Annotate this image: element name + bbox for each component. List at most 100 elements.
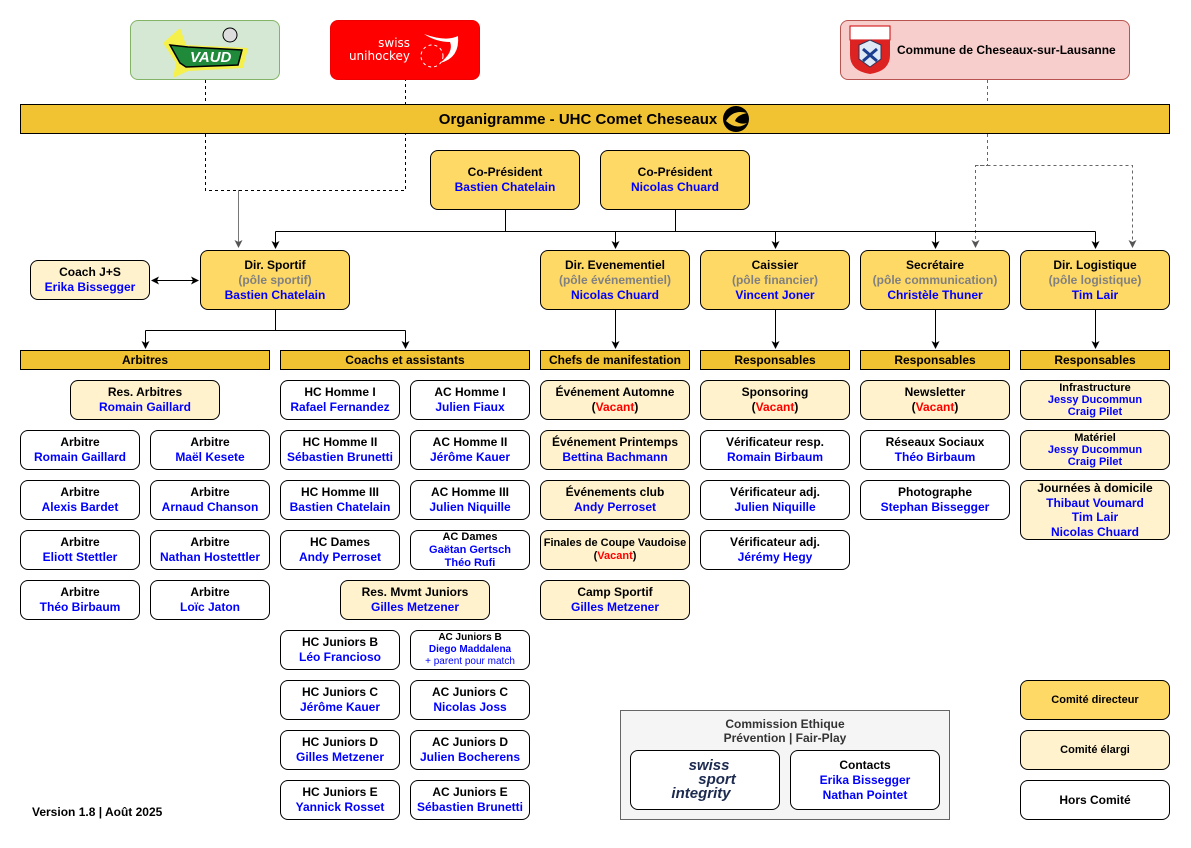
person-name: Alexis Bardet: [41, 500, 119, 514]
person-name: Léo Francioso: [298, 650, 381, 664]
contacts-label: Contacts: [839, 757, 891, 772]
secretaire-box: Secrétaire (pôle communication) Christèl…: [860, 250, 1010, 310]
section-header-coachs: Coachs et assistants: [280, 350, 530, 370]
manifestation-box: Finales de Coupe Vaudoise(Vacant): [540, 530, 690, 570]
person-name: Stephan Bissegger: [880, 500, 990, 514]
role: Arbitre: [190, 485, 230, 499]
person-name: Gilles Metzener: [370, 600, 460, 614]
person-name: Jérôme Kauer: [429, 450, 511, 464]
role: Caissier: [751, 257, 799, 272]
person-name: Erika Bissegger: [819, 772, 911, 787]
person-name: Jessy Ducommun: [1047, 394, 1143, 406]
finance-box: Vérificateur adj.Julien Niquille: [700, 480, 850, 520]
role: AC Juniors D: [431, 735, 508, 749]
legend-comite-directeur: Comité directeur: [1020, 680, 1170, 720]
role: HC Homme II: [302, 435, 378, 449]
section-header-finances: Responsables: [700, 350, 850, 370]
role: Infrastructure: [1059, 382, 1131, 394]
pole: (pôle événementiel): [558, 272, 672, 287]
role: Coach J+S: [59, 265, 121, 279]
person-name: Eliott Stettler: [42, 550, 118, 564]
person-name: Julien Bocherens: [419, 750, 521, 764]
swiss-sport-integrity-logo: swiss sport integrity: [630, 750, 780, 810]
pole: (pôle communication): [872, 272, 998, 287]
role: HC Juniors C: [301, 685, 378, 699]
ethics-title: Commission Ethique: [725, 717, 845, 731]
role: Vérificateur adj.: [729, 535, 821, 549]
note: + parent pour match: [425, 656, 515, 667]
person-name: Sébastien Brunetti: [286, 450, 394, 464]
role: HC Juniors D: [301, 735, 378, 749]
res-arbitres-box: Res. Arbitres Romain Gaillard: [70, 380, 220, 420]
person-name: Nicolas Chuard: [1050, 524, 1140, 539]
section-header-logistique: Responsables: [1020, 350, 1170, 370]
person-name: Théo Birbaum: [39, 600, 121, 614]
person-name: Jessy Ducommun: [1047, 444, 1143, 456]
role: Arbitre: [190, 535, 230, 549]
person-name: Jérôme Kauer: [299, 700, 381, 714]
role: AC Homme III: [430, 485, 509, 499]
role: Vérificateur resp.: [725, 435, 825, 449]
person-name: Tim Lair: [1071, 510, 1119, 524]
logo-word: integrity: [671, 785, 731, 802]
communication-box: Newsletter(Vacant): [860, 380, 1010, 420]
logo-word: swiss: [688, 757, 730, 774]
role: Événement Printemps: [551, 435, 679, 449]
director-logistique-box: Dir. Logistique (pôle logistique) Tim La…: [1020, 250, 1170, 310]
finance-box: Vérificateur resp.Romain Birbaum: [700, 430, 850, 470]
role: Arbitre: [60, 435, 100, 449]
person-name: Nathan Pointet: [822, 787, 908, 802]
person-name: Romain Gaillard: [98, 400, 192, 414]
co-president-box: Co-Président Nicolas Chuard: [600, 150, 750, 210]
person-name: Nathan Hostettler: [159, 550, 260, 564]
finance-box: Sponsoring(Vacant): [700, 380, 850, 420]
version-label: Version 1.8 | Août 2025: [32, 805, 163, 819]
commune-logo: Commune de Cheseaux-sur-Lausanne: [840, 20, 1130, 80]
logo-word-swiss: swiss: [378, 36, 411, 50]
role: HC Homme I: [304, 385, 376, 399]
floorball-icon: [420, 33, 459, 67]
person-name: Diego Maddalena: [428, 644, 512, 655]
person-name: Gilles Metzener: [570, 600, 660, 614]
role: Co-Président: [637, 165, 713, 179]
section-header-arbitres: Arbitres: [20, 350, 270, 370]
role: HC Dames: [309, 535, 371, 549]
director-sportif-box: Dir. Sportif (pôle sportif) Bastien Chat…: [200, 250, 350, 310]
finance-box: Vérificateur adj.Jérémy Hegy: [700, 530, 850, 570]
person-name: Andy Perroset: [573, 500, 657, 514]
vacant-label: Vacant: [915, 400, 955, 414]
role: HC Juniors E: [302, 785, 378, 799]
res-mvmt-juniors-box: Res. Mvmt Juniors Gilles Metzener: [340, 580, 490, 620]
person-name: Vincent Joner: [735, 287, 815, 302]
person-name: Julien Fiaux: [435, 400, 505, 414]
person-name: Craig Pilet: [1067, 456, 1123, 468]
role: Matériel: [1074, 432, 1116, 444]
person-name: Romain Birbaum: [726, 450, 823, 464]
director-evenementiel-box: Dir. Evenementiel (pôle événementiel) Ni…: [540, 250, 690, 310]
role: Événements club: [565, 485, 665, 499]
role: AC Homme II: [432, 435, 508, 449]
commune-coat-of-arms-icon: [849, 25, 891, 74]
vaud-link: [205, 80, 406, 191]
person-name: Thibaut Voumard: [1046, 495, 1144, 510]
person-name: Gilles Metzener: [295, 750, 385, 764]
person-name: Craig Pilet: [1067, 406, 1123, 418]
